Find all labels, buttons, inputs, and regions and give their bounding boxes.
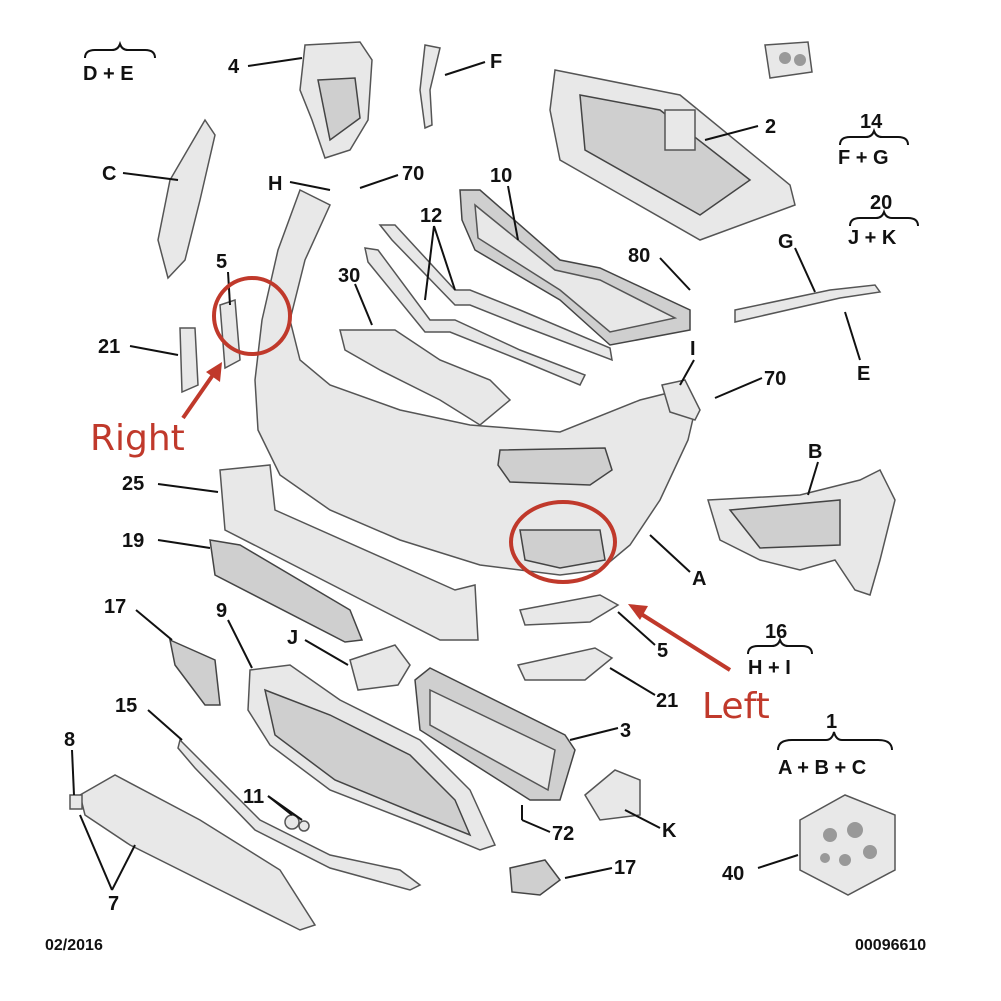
part-4-bracket bbox=[299, 41, 373, 159]
annotation-right-arrowhead bbox=[206, 362, 222, 382]
part-21-left-frame bbox=[516, 647, 614, 681]
footer-date: 02/2016 bbox=[45, 937, 103, 954]
part-17-grille-right bbox=[509, 859, 562, 896]
part-J-duct bbox=[349, 644, 411, 691]
callout-70-top: 70 bbox=[402, 163, 424, 185]
callout-5-left: 5 bbox=[657, 640, 668, 662]
callout-25: 25 bbox=[122, 473, 144, 495]
part-7-skirt bbox=[79, 774, 317, 931]
part-40-fixings bbox=[799, 794, 896, 896]
part-I-bracket bbox=[661, 379, 701, 421]
part-15-trim bbox=[177, 738, 422, 891]
part-G-trim bbox=[734, 284, 882, 323]
annotation-left-circle bbox=[509, 500, 617, 584]
part-21-right-frame bbox=[179, 327, 199, 394]
part-17-grille-left bbox=[168, 638, 221, 706]
part-30-bracket bbox=[339, 329, 512, 426]
annotation-left: Left bbox=[509, 500, 770, 727]
kit-20: 20 J + K bbox=[848, 192, 919, 249]
part-3-shutter bbox=[414, 667, 576, 801]
kit-1-number: 1 bbox=[826, 711, 837, 733]
kit-1-parts: A + B + C bbox=[778, 757, 866, 779]
annotation-right-circle bbox=[212, 276, 292, 356]
callout-J: J bbox=[287, 627, 298, 649]
callout-I: I bbox=[690, 338, 696, 360]
part-K-duct bbox=[584, 769, 641, 821]
kit-de-parts: D + E bbox=[83, 63, 134, 85]
annotation-right: Right bbox=[90, 276, 292, 459]
part-F-trim bbox=[419, 44, 441, 130]
callout-B: B bbox=[808, 441, 822, 463]
kit-14-parts: F + G bbox=[838, 147, 889, 169]
callout-E: E bbox=[857, 363, 870, 385]
part-12-strips bbox=[364, 224, 613, 386]
callout-5-right: 5 bbox=[216, 251, 227, 273]
callout-9: 9 bbox=[216, 600, 227, 622]
part-10-grille bbox=[459, 189, 691, 346]
callout-G: G bbox=[778, 231, 794, 253]
callout-C: C bbox=[102, 163, 116, 185]
part-8-clip bbox=[69, 794, 83, 810]
annotation-left-arrow bbox=[636, 610, 732, 672]
annotation-left-label: Left bbox=[702, 686, 770, 727]
part-B-bracket bbox=[707, 468, 896, 596]
callout-21-left: 21 bbox=[656, 690, 678, 712]
part-19-absorber bbox=[209, 539, 364, 643]
callout-72: 72 bbox=[552, 823, 574, 845]
callout-10: 10 bbox=[490, 165, 512, 187]
kit-20-number: 20 bbox=[870, 192, 892, 214]
part-5-right-frame bbox=[219, 298, 241, 370]
callout-21-right: 21 bbox=[98, 336, 120, 358]
callout-17-left: 17 bbox=[104, 596, 126, 618]
part-clip-top-right bbox=[764, 41, 813, 79]
callout-3: 3 bbox=[620, 720, 631, 742]
footer-ref: 00096610 bbox=[855, 937, 926, 954]
kit-14: 14 F + G bbox=[838, 111, 909, 169]
part-11-clips bbox=[284, 814, 310, 832]
part-A-bumper bbox=[254, 188, 696, 576]
part-2-support bbox=[549, 69, 796, 241]
callout-80: 80 bbox=[628, 245, 650, 267]
callout-F: F bbox=[490, 51, 502, 73]
part-25-crashbar bbox=[219, 464, 479, 641]
annotation-right-arrow bbox=[181, 370, 217, 420]
kit-20-parts: J + K bbox=[848, 227, 897, 249]
kit-1: 1 A + B + C bbox=[777, 711, 893, 779]
callout-H: H bbox=[268, 173, 282, 195]
callout-8: 8 bbox=[64, 729, 75, 751]
callout-11: 11 bbox=[243, 786, 264, 808]
part-C-bracket bbox=[157, 118, 216, 280]
part-5-left-frame bbox=[519, 594, 620, 626]
callout-7: 7 bbox=[108, 893, 119, 915]
callout-4: 4 bbox=[228, 56, 240, 78]
callout-70-right: 70 bbox=[764, 368, 786, 390]
part-9-lower-grille bbox=[247, 664, 497, 851]
leader-lines bbox=[71, 57, 861, 891]
annotation-right-label: Right bbox=[90, 418, 185, 459]
kit-de: D + E bbox=[83, 40, 156, 85]
kit-16-parts: H + I bbox=[748, 657, 791, 679]
annotation-left-arrowhead bbox=[628, 604, 648, 620]
callout-19: 19 bbox=[122, 530, 144, 552]
kit-16: 16 H + I bbox=[747, 621, 813, 679]
callout-K: K bbox=[662, 820, 677, 842]
callout-30: 30 bbox=[338, 265, 360, 287]
callout-A: A bbox=[692, 568, 706, 590]
kit-16-number: 16 bbox=[765, 621, 787, 643]
callout-40: 40 bbox=[722, 863, 744, 885]
callout-15: 15 bbox=[115, 695, 137, 717]
callout-2: 2 bbox=[765, 116, 776, 138]
callout-17-right: 17 bbox=[614, 857, 636, 879]
kit-14-number: 14 bbox=[860, 111, 883, 133]
callout-12: 12 bbox=[420, 205, 442, 227]
